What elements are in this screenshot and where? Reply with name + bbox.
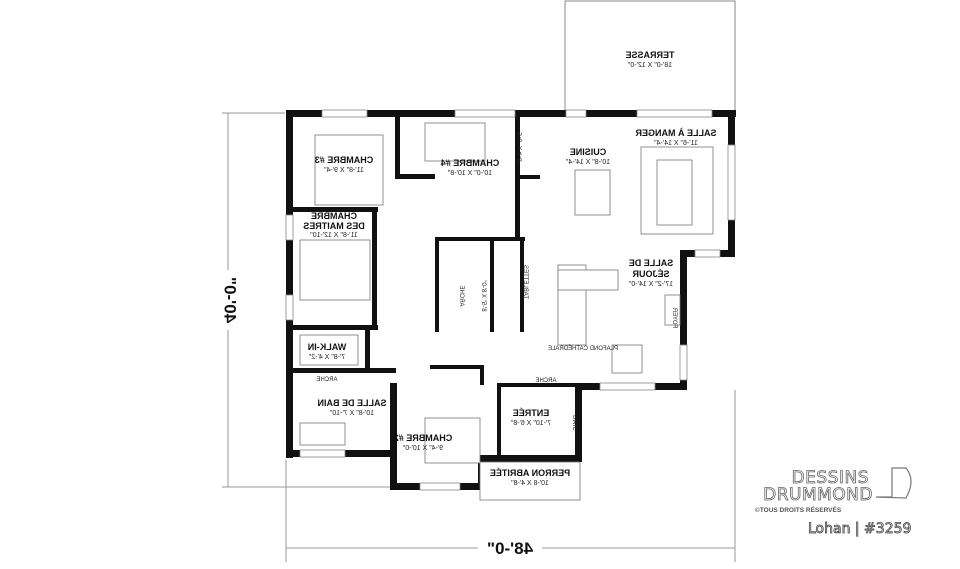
laundry-size-label: 8'-5" X 8'-0": [480, 280, 486, 311]
room-size-walk-in: 7'-8" X 4'-2": [308, 354, 345, 361]
depth-dimension: 40'-0": [221, 277, 240, 323]
bed-chambre-3: [314, 134, 384, 206]
room-size-sejour: 17'-2" X 14'-0": [628, 281, 673, 288]
room-name-salle-de-bain: SALLE DE BAIN: [317, 398, 386, 408]
room-size-entree: 7'-10" X 6'-8": [510, 420, 551, 427]
room-name-cuisine: CUISINE: [570, 147, 607, 157]
room-name-salle-a-manger: SALLE À MANGER: [635, 128, 717, 138]
tablettes-label: TABLETTES: [522, 265, 528, 299]
arche-label-vertical: ARCHE: [458, 285, 464, 306]
room-size-chambre-3: 11'-8" X 9'-4": [324, 167, 364, 174]
room-size-chambre-4: 10'-0" X 10'-8": [447, 170, 492, 177]
kitchen-island: [574, 169, 611, 216]
bed-chambre-2: [424, 417, 481, 464]
room-name-perron: PERRON ABRITÉE: [490, 468, 570, 478]
plafond-cathedrale-label: PLAFOND CATHÉDRALE: [548, 345, 618, 352]
room-name-terrasse: TERRASSE: [625, 50, 674, 60]
bed-chambre-4: [424, 122, 486, 162]
room-size-perron: 10'-8 X 4'-8": [511, 480, 549, 487]
furniture: [299, 122, 714, 501]
closet-size-label: 5'-0" X 4'-6": [518, 132, 524, 163]
arche-label-entry: ARCHE: [535, 378, 556, 384]
room-name-chambre-4: CHAMBRE #4: [441, 158, 500, 168]
room-size-salle-a-manger: 11'-6" X 14'-4": [654, 140, 698, 147]
room-name-chambre-2: CHAMBRE #2: [394, 433, 453, 443]
room-size-salle-de-bain: 10'-8" X 7'-10": [329, 410, 374, 417]
room-labels: TERRASSE 18'-0" X 12'-0" CHAMBRE #3 11'-8"…: [303, 50, 716, 487]
room-name-chambre-3: CHAMBRE #3: [315, 155, 374, 165]
dessins-drummond-logo: DESSINS DRUMMOND ©TOUS DROITS RÉSERVÉS L…: [755, 467, 912, 537]
interior-walls: [286, 117, 580, 458]
model-name: Lohan | #3259: [808, 521, 911, 537]
room-size-master: 11'-8" X 12'-10": [310, 232, 358, 239]
room-name-sejour-line2: SÉJOUR: [632, 269, 670, 279]
walk-in-shelving: [299, 334, 359, 366]
windows: [285, 109, 736, 491]
dining-table: [656, 159, 693, 226]
fireplace: [664, 294, 681, 326]
bwic-label: BWIC: [571, 415, 577, 431]
room-name-walk-in: WALK-IN: [308, 342, 347, 352]
room-name-entree: ENTRÉE: [513, 408, 550, 418]
room-name-master-line1: CHAMBRE: [311, 211, 357, 221]
copyright-text: ©TOUS DROITS RÉSERVÉS: [755, 505, 842, 514]
arche-label-bath: ARCHE: [316, 377, 337, 383]
armchair: [611, 344, 643, 374]
room-size-terrasse: 18'-0" X 12'-0": [627, 62, 672, 69]
width-dimension: 48'-0": [487, 539, 533, 558]
room-size-cuisine: 10'-8" X 14'-4": [565, 159, 610, 166]
room-size-chambre-2: 9'-4" X 10'-0": [402, 445, 443, 452]
room-name-sejour-line1: SALLE DE: [629, 258, 674, 268]
door-logo-icon: [875, 467, 912, 499]
logo-line2: DRUMMOND: [763, 485, 873, 505]
logo-line1: DESSINS: [792, 468, 869, 488]
sofa-chaise: [557, 269, 619, 291]
bathtub: [299, 422, 346, 446]
room-name-master-line2: DES MAITRES: [303, 221, 365, 231]
foyer-label: FOYER: [671, 307, 677, 328]
perron-outline: [479, 461, 581, 501]
bed-master: [299, 239, 371, 301]
